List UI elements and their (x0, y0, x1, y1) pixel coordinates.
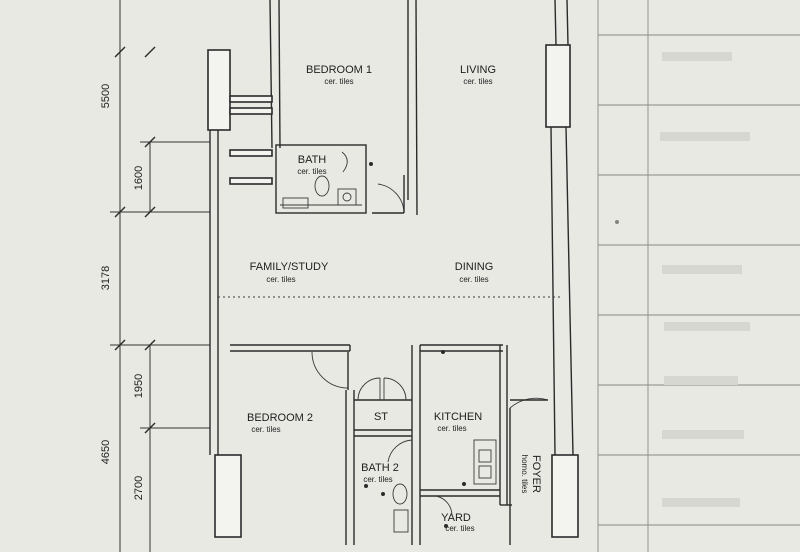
room-bath-name: BATH (298, 154, 327, 166)
structural-walls (207, 0, 579, 538)
room-st-name: ST (374, 411, 388, 423)
dim-middle: 3178 (100, 266, 112, 290)
room-living-finish: cer. tiles (463, 77, 492, 86)
room-yard-finish: cer. tiles (445, 524, 474, 533)
room-living-name: LIVING (460, 64, 496, 76)
room-yard-name: YARD (441, 512, 471, 524)
bedroom2-door (311, 351, 349, 390)
room-bedroom1-finish: cer. tiles (324, 77, 353, 86)
dimension-labels: 5500 3178 4650 1600 1950 2700 (100, 84, 145, 500)
bleed-through-table (597, 0, 800, 552)
room-bath-finish: cer. tiles (297, 167, 326, 176)
dim-inner-bottom: 2700 (133, 476, 145, 500)
room-kitchen-finish: cer. tiles (437, 424, 466, 433)
room-bath2-name: BATH 2 (361, 462, 399, 474)
service-block-walls (345, 344, 549, 545)
room-labels: BEDROOM 1 cer. tiles LIVING cer. tiles B… (247, 64, 542, 533)
room-bedroom1-name: BEDROOM 1 (306, 64, 372, 76)
room-dining-name: DINING (455, 261, 494, 273)
room-kitchen-name: KITCHEN (434, 411, 482, 423)
room-bedroom2-name: BEDROOM 2 (247, 412, 313, 424)
dim-inner-mid: 1950 (133, 374, 145, 398)
room-foyer-name: FOYER (530, 455, 542, 493)
middle-walls (218, 296, 560, 352)
room-dining-finish: cer. tiles (459, 275, 488, 284)
room-bedroom2-finish: cer. tiles (251, 425, 280, 434)
room-foyer-finish: homo. tiles (520, 455, 529, 494)
dim-outer-top: 5500 (100, 84, 112, 108)
bath-top-walls (275, 144, 405, 214)
room-family-finish: cer. tiles (266, 275, 295, 284)
dim-inner-top: 1600 (133, 166, 145, 190)
dimension-lines (110, 0, 210, 552)
dim-outer-bottom: 4650 (100, 440, 112, 464)
room-family-name: FAMILY/STUDY (250, 261, 329, 273)
room-bath2-finish: cer. tiles (363, 475, 392, 484)
